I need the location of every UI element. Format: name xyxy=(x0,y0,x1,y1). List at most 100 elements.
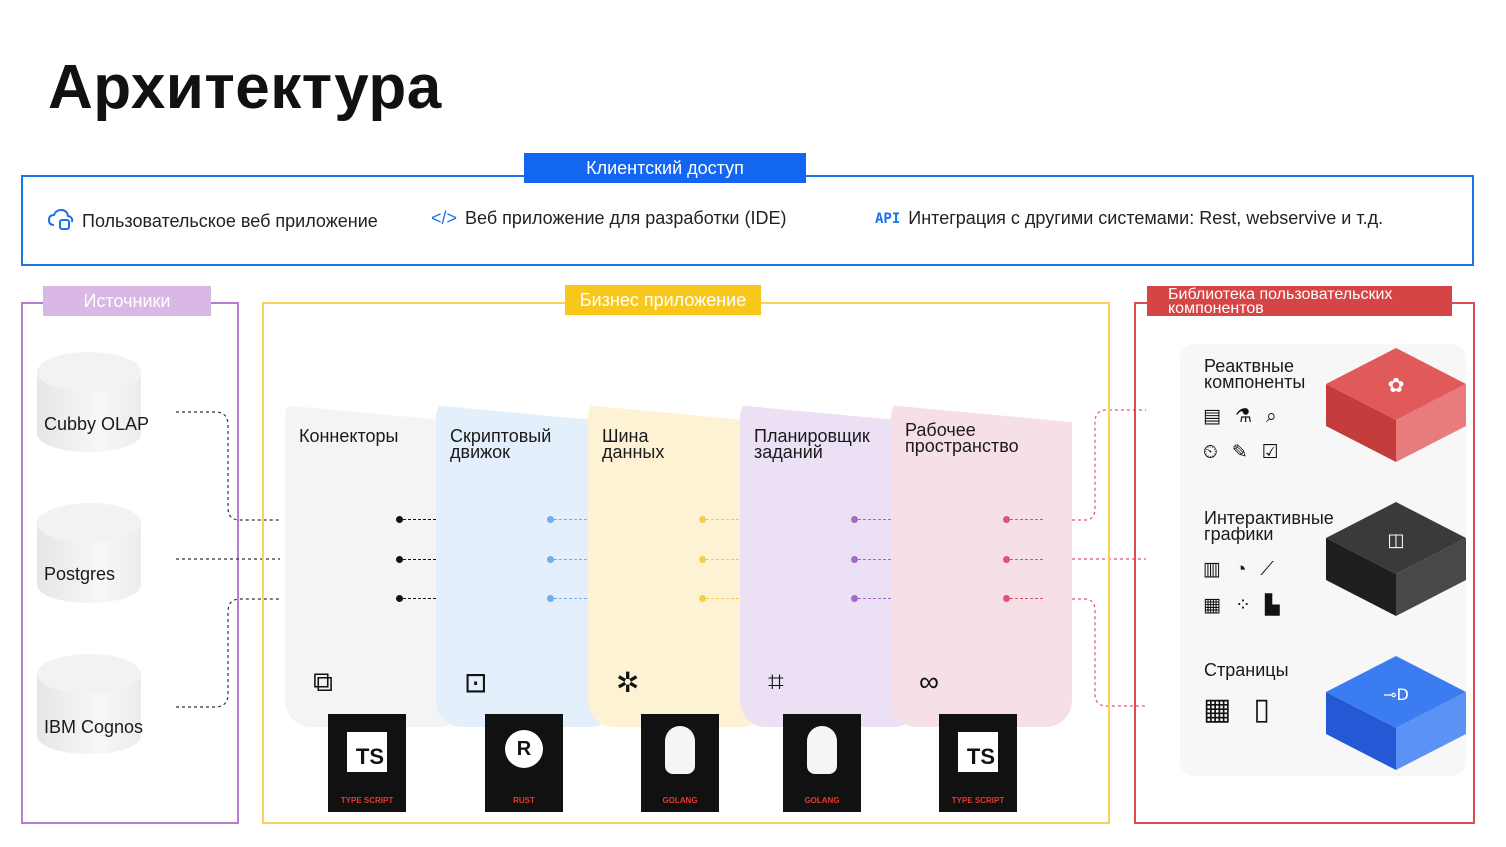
client-item-label: Пользовательское веб приложение xyxy=(82,211,378,231)
database-cylinder xyxy=(37,654,141,768)
group-title-line: Интерактивные xyxy=(1204,508,1334,528)
client-item-label: Интеграция с другими системами: Rest, we… xyxy=(908,208,1384,228)
cube-blue-icon: ⊸D xyxy=(1326,656,1466,770)
golang-gopher-icon xyxy=(807,726,837,774)
tech-badge-caption: RUST xyxy=(513,796,535,805)
typescript-logo-icon: TS xyxy=(958,732,998,772)
client-item-label: Веб приложение для разработки (IDE) xyxy=(465,208,787,228)
database-cylinder xyxy=(37,352,141,466)
connection-dot xyxy=(851,516,858,523)
cloud-app-icon xyxy=(47,208,74,235)
connection-line xyxy=(706,598,739,599)
business-app-label: Бизнес приложение xyxy=(565,285,761,315)
tech-badge: TS TYPE SCRIPT xyxy=(939,714,1017,812)
group-title-line: Реактвные xyxy=(1204,356,1295,376)
group-title-line: компоненты xyxy=(1204,372,1306,392)
cube-glyph: ◫ xyxy=(1387,530,1404,551)
library-label: Библиотека пользовательских компонентов xyxy=(1147,286,1452,317)
connection-dot xyxy=(1003,556,1010,563)
tech-badge-caption: GOLANG xyxy=(662,796,698,805)
tech-badge-caption: TYPE SCRIPT xyxy=(340,796,394,805)
connection-line xyxy=(403,519,436,520)
connection-dot xyxy=(1003,595,1010,602)
chart-icons: ▥◔⟋ xyxy=(1203,559,1288,580)
connection-line xyxy=(403,559,436,560)
cube-black-icon: ◫ xyxy=(1326,502,1466,616)
card-title-line: данных xyxy=(602,442,665,462)
reactive-component-icons: ▤⚗⌕ xyxy=(1203,406,1291,427)
typescript-logo-icon: TS xyxy=(347,732,387,772)
chip-icon: ⊡ xyxy=(464,667,488,698)
connection-dot xyxy=(699,556,706,563)
connection-dot xyxy=(396,556,403,563)
source-item: IBM Cognos xyxy=(44,717,144,737)
reactive-component-icons: ⏲✎☑ xyxy=(1203,442,1293,463)
library-group-title: Реактвные компоненты xyxy=(1204,356,1306,392)
code-icon: </> xyxy=(431,208,458,228)
card-title-line: Рабочее xyxy=(905,420,976,440)
card-2 xyxy=(436,405,616,727)
connection-line xyxy=(554,598,587,599)
library-group-title: Интерактивные графики xyxy=(1204,508,1334,544)
tech-badge-caption: TYPE SCRIPT xyxy=(951,796,1005,805)
connection-line xyxy=(1010,519,1043,520)
golang-gopher-icon xyxy=(665,726,695,774)
connection-line xyxy=(858,559,891,560)
connection-line xyxy=(554,519,587,520)
connection-line xyxy=(403,598,436,599)
connection-dot xyxy=(699,516,706,523)
tech-badge: TS TYPE SCRIPT xyxy=(328,714,406,812)
card-3 xyxy=(588,405,768,727)
connection-line xyxy=(554,559,587,560)
connection-dot xyxy=(396,595,403,602)
database-cylinder xyxy=(37,503,141,617)
connection-dot xyxy=(699,595,706,602)
connection-dot xyxy=(1003,516,1010,523)
cube-red-icon: ✿ xyxy=(1326,348,1466,462)
card-title: Коннекторы xyxy=(299,426,399,446)
page-title: Архитектура xyxy=(48,53,442,122)
connection-line xyxy=(1010,598,1043,599)
connection-line xyxy=(1010,559,1043,560)
tech-badge: GOLANG xyxy=(783,714,861,812)
connection-dot xyxy=(396,516,403,523)
card-5 xyxy=(891,405,1072,727)
client-item-ide: </> Веб приложение для разработки (IDE) xyxy=(431,208,786,229)
card-title-line: Скриптовый xyxy=(450,426,552,446)
card-4 xyxy=(740,405,920,727)
connectors-icon: ⧉ xyxy=(313,666,333,697)
card-title-line: Коннекторы xyxy=(299,426,399,446)
card-title-line: Шина xyxy=(602,426,649,446)
connection-dot xyxy=(547,595,554,602)
api-icon: API xyxy=(875,210,901,227)
chart-icons: ▦⁘▙ xyxy=(1203,595,1294,616)
connection-line xyxy=(706,519,739,520)
connection-line xyxy=(858,598,891,599)
cube-glyph: ✿ xyxy=(1388,373,1405,397)
client-access-label: Клиентский доступ xyxy=(524,153,806,183)
connection-dot xyxy=(851,556,858,563)
tech-badge: R RUST xyxy=(485,714,563,812)
connection-line xyxy=(858,519,891,520)
network-icon: ✲ xyxy=(616,667,640,698)
card-title-line: заданий xyxy=(754,442,823,462)
cube-glyph: ⊸D xyxy=(1383,685,1409,704)
card-title-line: Планировщик xyxy=(754,426,870,446)
connection-dot xyxy=(851,595,858,602)
group-title-line: графики xyxy=(1204,524,1274,544)
infinity-icon: ∞ xyxy=(919,666,939,697)
library-group-title: Страницы xyxy=(1204,660,1289,680)
page-icons: ▦▯ xyxy=(1203,693,1292,726)
client-item-api: API Интеграция с другими системами: Rest… xyxy=(875,208,1383,229)
flow-icon: ⌗ xyxy=(768,666,784,697)
library-label-line: Библиотека пользовательских xyxy=(1168,286,1393,303)
card-title-line: пространство xyxy=(905,436,1019,456)
library-label-line: компонентов xyxy=(1168,300,1264,317)
source-item: Cubby OLAP xyxy=(44,414,150,434)
rust-logo-icon: R xyxy=(505,730,543,768)
connection-line xyxy=(706,559,739,560)
